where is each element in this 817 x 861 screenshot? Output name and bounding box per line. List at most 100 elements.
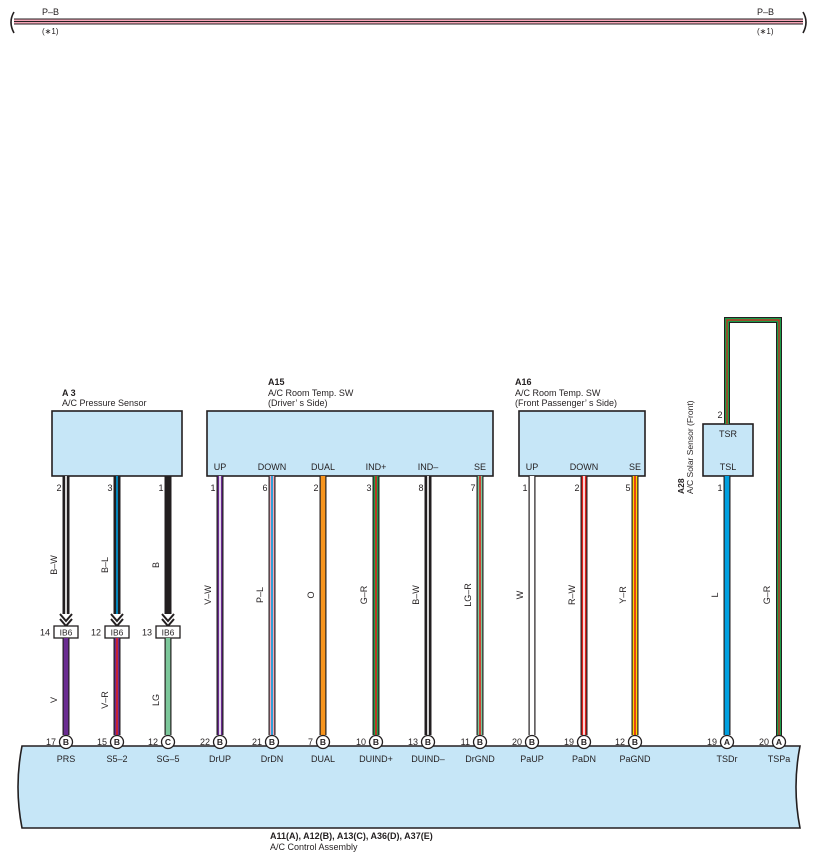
connector-circle bbox=[771, 734, 787, 750]
component-a3: A 3 A/C Pressure Sensor bbox=[51, 388, 183, 477]
bottom-pin-number: 21 bbox=[252, 737, 262, 747]
connector-letter: B bbox=[114, 737, 120, 747]
bottom-pin-number: 17 bbox=[46, 737, 56, 747]
ecu-terminal-label: PaUP bbox=[520, 754, 544, 764]
wire-drgnd: 7LG–R bbox=[463, 476, 484, 735]
lower-wire-color-label: LG bbox=[151, 694, 161, 706]
connector-circle bbox=[627, 734, 643, 750]
top-right-color-label: P–B bbox=[757, 7, 774, 17]
upper-wire bbox=[113, 476, 121, 614]
connector-letter: B bbox=[217, 737, 223, 747]
top-pin-number: 2 bbox=[56, 483, 61, 493]
lower-wire-color-label: V bbox=[49, 697, 59, 703]
junction-label: IB6 bbox=[60, 628, 73, 638]
upper-wire-color-label: B–W bbox=[49, 555, 59, 575]
top-pin-number: 6 bbox=[262, 483, 267, 493]
wire-tspa: G–R bbox=[762, 585, 772, 604]
top-left-color-label: P–B bbox=[42, 7, 59, 17]
arrow-chevron bbox=[161, 613, 175, 623]
a3-code: A 3 bbox=[62, 388, 76, 398]
top-pin-number: 2 bbox=[313, 483, 318, 493]
wire-segment bbox=[580, 476, 588, 735]
connector-circle bbox=[719, 734, 735, 750]
connector-letter: B bbox=[320, 737, 326, 747]
a16-box bbox=[518, 410, 646, 477]
a15-term-up: UP bbox=[214, 462, 227, 472]
connector-letter: B bbox=[373, 737, 379, 747]
a15-term-ind-plus: IND+ bbox=[366, 462, 387, 472]
ecu-terminal-label: PRS bbox=[57, 754, 76, 764]
wire-color-label: O bbox=[306, 591, 316, 598]
connector-circle bbox=[420, 734, 436, 750]
a28-loop-wire: 2 bbox=[717, 317, 782, 737]
ecu-terminal-label: S5–2 bbox=[106, 754, 127, 764]
wire-color-label: G–R bbox=[359, 585, 369, 604]
bottom-pin-number: 12 bbox=[615, 737, 625, 747]
wires-group: 2IB614B–WV3IB612B–LV–R1IB613BLG1V–W6P–L2… bbox=[40, 476, 772, 735]
connector-circle bbox=[264, 734, 280, 750]
connector-letter: B bbox=[529, 737, 535, 747]
wire-segment bbox=[476, 476, 484, 735]
connector-letter: A bbox=[776, 737, 782, 747]
bottom-pin-number: 13 bbox=[408, 737, 418, 747]
a16-term-down: DOWN bbox=[570, 462, 599, 472]
wire-color-label: LG–R bbox=[463, 583, 473, 607]
connector-letter: C bbox=[165, 737, 171, 747]
upper-wire bbox=[164, 476, 172, 614]
bottom-pin-number: 10 bbox=[356, 737, 366, 747]
ecu-terminal-label: DUIND+ bbox=[359, 754, 393, 764]
wire-segment bbox=[631, 476, 639, 735]
a28-box bbox=[702, 423, 754, 477]
wire-color-label: L bbox=[710, 592, 720, 597]
wire-segment-stripe bbox=[375, 476, 377, 735]
junction-label: IB6 bbox=[111, 628, 124, 638]
ecu-terminal-label: TSPa bbox=[768, 754, 791, 764]
connector-circle bbox=[576, 734, 592, 750]
connector-letter: B bbox=[581, 737, 587, 747]
top-pin-number: 2 bbox=[574, 483, 579, 493]
bottom-pin-number: 11 bbox=[461, 737, 470, 747]
wire-color-label: V–W bbox=[203, 585, 213, 605]
upper-wire-color-label: B bbox=[151, 562, 161, 568]
a16-sub: (Front Passenger’ s Side) bbox=[515, 398, 617, 408]
wire-drdn: 6P–L bbox=[255, 476, 276, 735]
a16-code: A16 bbox=[515, 377, 532, 387]
connector-letter: B bbox=[632, 737, 638, 747]
top-pb-wire: P–B (∗1) P–B (∗1) bbox=[10, 7, 807, 36]
connector-circle bbox=[160, 734, 176, 750]
a3-box bbox=[51, 410, 183, 477]
connector-circle bbox=[58, 734, 74, 750]
a15-term-down: DOWN bbox=[258, 462, 287, 472]
a15-sub: (Driver’ s Side) bbox=[268, 398, 328, 408]
wire-duindm: 8B–W bbox=[411, 476, 432, 735]
connector-circle bbox=[368, 734, 384, 750]
a15-name: A/C Room Temp. SW bbox=[268, 388, 354, 398]
component-a16: A16 A/C Room Temp. SW (Front Passenger’ … bbox=[515, 377, 646, 477]
arrow-chevron bbox=[59, 613, 73, 623]
bottom-pin-number: 19 bbox=[564, 737, 574, 747]
upper-wire-color-label: B–L bbox=[100, 557, 110, 573]
wire-segment bbox=[268, 476, 276, 735]
connector-letter: A bbox=[724, 737, 730, 747]
lower-wire-stripe bbox=[116, 638, 118, 735]
wire-segment-stripe bbox=[219, 476, 221, 735]
wire-color-label: Y–R bbox=[618, 586, 628, 604]
wire-segment-base bbox=[529, 476, 535, 735]
junction-pin-number: 12 bbox=[91, 628, 101, 638]
wire-pagnd: 5Y–R bbox=[618, 476, 639, 735]
lower-wire bbox=[164, 638, 172, 735]
ecu-terminal-label: PaGND bbox=[619, 754, 651, 764]
wire-padn: 2R–W bbox=[567, 476, 588, 735]
top-pin-number: 1 bbox=[717, 483, 722, 493]
upper-wire bbox=[62, 476, 70, 614]
